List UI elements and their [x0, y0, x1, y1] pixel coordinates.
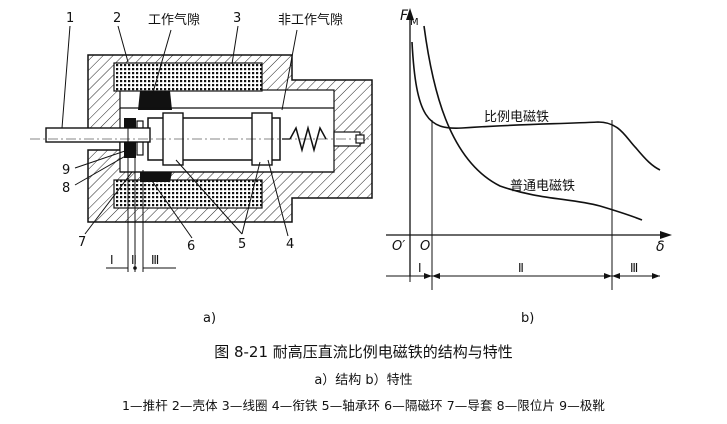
sub-label-a: a) — [203, 311, 216, 326]
callout-9: 9 — [62, 163, 70, 178]
callout-7: 7 — [78, 235, 86, 250]
zone-2-right: Ⅱ — [518, 261, 524, 275]
isolation-ring-upper — [138, 91, 172, 110]
curve-ordinary-magnet — [423, 25, 643, 221]
origin-prime-label: O′ — [392, 239, 405, 254]
curve-label-proportional: 比例电磁铁 — [484, 110, 549, 125]
label-working-gap: 工作气隙 — [148, 12, 200, 28]
zone-1-right: Ⅰ — [418, 261, 422, 275]
curve-label-ordinary: 普通电磁铁 — [510, 179, 575, 194]
label-nonworking-gap: 非工作气隙 — [278, 12, 343, 28]
spring — [289, 125, 327, 153]
x-axis-label: δ — [656, 239, 665, 255]
sub-label-b: b) — [521, 311, 534, 326]
zone-2-left: Ⅱ — [131, 253, 137, 267]
characteristic-chart: F M δ O′ O 比例电磁铁 普通电磁铁 Ⅰ Ⅱ Ⅲ b) — [386, 8, 672, 326]
callout-2: 2 — [113, 11, 121, 26]
figure-caption-subtitle: a）结构 b）特性 — [314, 373, 413, 388]
push-rod — [45, 127, 151, 143]
structure-drawing: 1 2 3 工作气隙 非工作气隙 9 8 7 6 5 4 Ⅰ Ⅱ Ⅲ a) — [30, 11, 373, 326]
figure-caption-title: 图 8-21 耐高压直流比例电磁铁的结构与特性 — [214, 343, 513, 361]
origin-label: O — [420, 239, 430, 254]
y-axis-label-sub: M — [410, 17, 419, 28]
zone-3-left: Ⅲ — [151, 253, 159, 267]
callout-6: 6 — [187, 239, 195, 254]
zone-1-left: Ⅰ — [110, 253, 114, 267]
callout-8: 8 — [62, 181, 70, 196]
isolation-ring-lower — [140, 172, 172, 182]
callout-5: 5 — [238, 237, 246, 252]
curve-proportional-magnet — [411, 41, 661, 171]
figure-canvas: 1 2 3 工作气隙 非工作气隙 9 8 7 6 5 4 Ⅰ Ⅱ Ⅲ a) — [30, 8, 672, 326]
figure-caption-legend: 1—推杆 2—壳体 3—线圈 4—衔铁 5—轴承环 6—隔磁环 7—导套 8—限… — [121, 398, 606, 413]
y-axis-label: F — [400, 8, 409, 24]
coil-lower — [113, 179, 263, 209]
zone-3-right: Ⅲ — [630, 261, 638, 275]
callout-4: 4 — [286, 237, 294, 252]
coil-upper — [113, 62, 263, 92]
callout-3: 3 — [233, 11, 241, 26]
callout-1: 1 — [66, 11, 74, 26]
